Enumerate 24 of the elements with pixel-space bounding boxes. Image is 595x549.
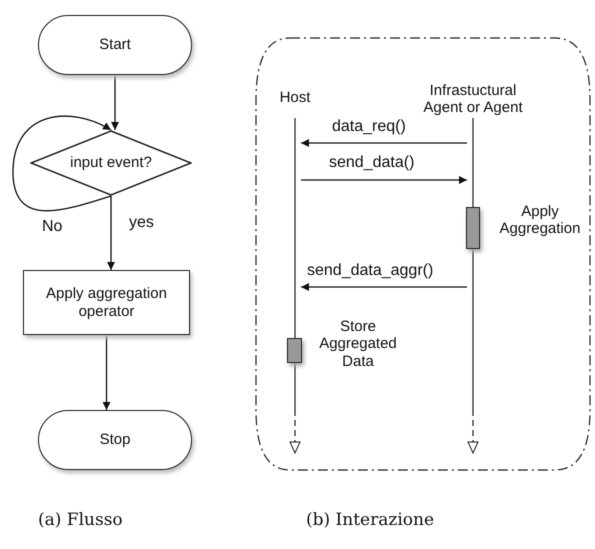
decision-text: input event? xyxy=(70,154,152,172)
arrow xyxy=(107,196,115,270)
arrow xyxy=(301,139,467,147)
activation-bar xyxy=(466,207,480,249)
caption: (a) Flusso xyxy=(38,510,123,530)
lifeline xyxy=(289,118,301,454)
terminal-box: Stop xyxy=(38,410,192,470)
participant-label: Infrastuctural Agent or Agent xyxy=(410,52,536,116)
arrow xyxy=(111,75,119,130)
message-label: send_data() xyxy=(327,154,416,172)
arrow xyxy=(12,116,112,212)
arrow xyxy=(301,283,467,291)
decision-diamond xyxy=(30,130,192,196)
message-label: data_req() xyxy=(330,118,408,136)
participant-label: Host xyxy=(270,84,320,106)
process-box: Apply aggregation operator xyxy=(23,270,190,335)
terminal-box: Start xyxy=(38,15,192,75)
message-label: send_data_aggr() xyxy=(305,262,436,280)
activity-note: Store Aggregated Data xyxy=(318,318,398,370)
activity-note: Apply Aggregation xyxy=(498,203,582,238)
caption: (b) Interazione xyxy=(306,510,434,530)
arrow xyxy=(102,335,110,410)
activation-bar xyxy=(287,338,302,363)
arrow xyxy=(301,176,467,184)
